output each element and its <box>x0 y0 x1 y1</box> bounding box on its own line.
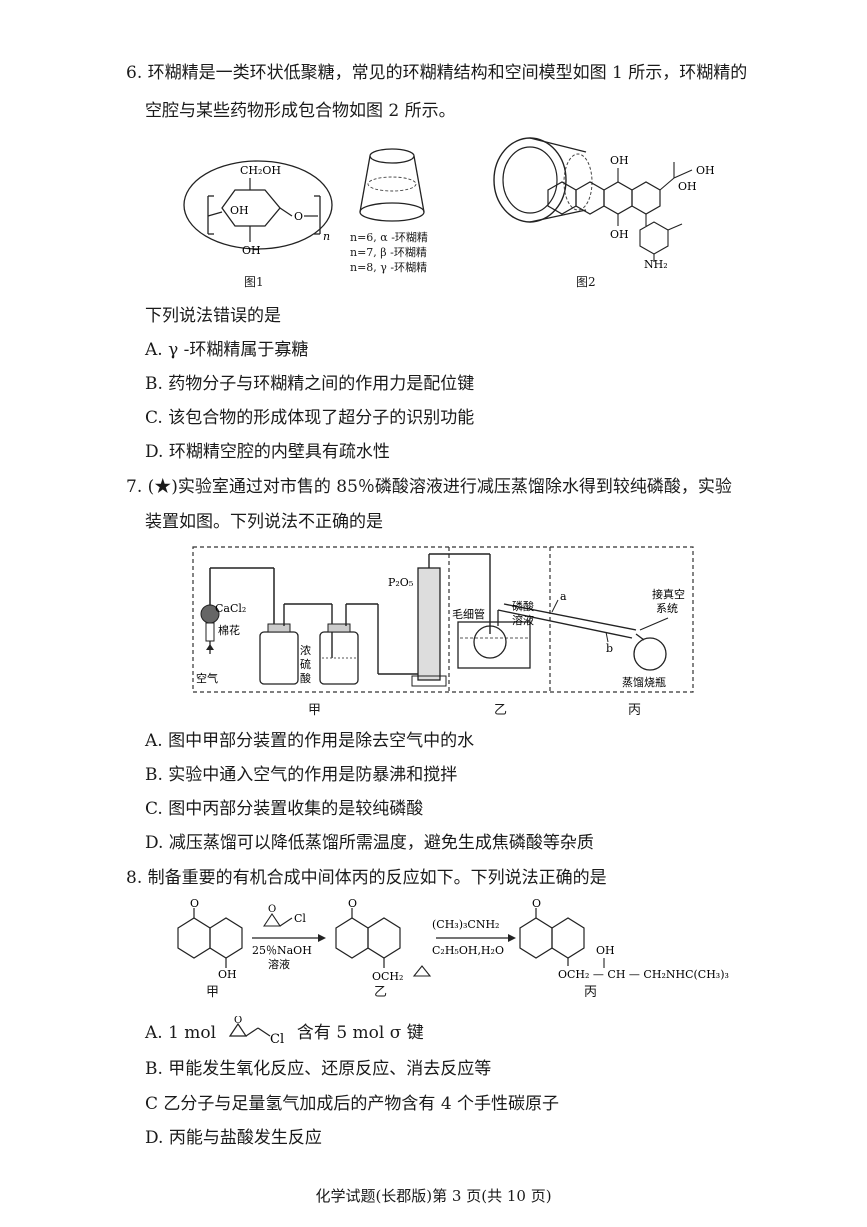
q8-option-d: D. 丙能与盐酸发生反应 <box>145 1128 322 1148</box>
fig2-oh-c: OH <box>678 180 697 193</box>
bing-carbonyl-o: O <box>532 898 541 910</box>
q6-question: 下列说法错误的是 <box>145 306 281 326</box>
q6-stem-line2: 空腔与某些药物形成包合物如图 2 所示。 <box>145 101 456 121</box>
q7-option-c: C. 图中丙部分装置收集的是较纯磷酸 <box>145 799 424 819</box>
label-phosphoric-2: 溶液 <box>512 613 534 627</box>
q6-option-d: D. 环糊精空腔的内壁具有疏水性 <box>145 442 390 462</box>
q6-option-a: A. γ -环糊精属于寡糖 <box>145 340 309 360</box>
label-b: b <box>606 642 613 655</box>
label-air: 空气 <box>196 671 218 685</box>
q8-name-bing: 丙 <box>584 985 598 1000</box>
label-conc-acid-3: 酸 <box>300 671 311 685</box>
fig1-oh2: OH <box>242 244 261 257</box>
reagent1-solution: 溶液 <box>268 957 290 971</box>
bing-oh: OH <box>596 944 615 957</box>
q8-option-c: C 乙分子与足量氢气加成后的产物含有 4 个手性碳原子 <box>145 1094 560 1114</box>
q7-section-yi: 乙 <box>494 703 508 718</box>
fig2-nh2: NH₂ <box>644 258 668 270</box>
label-vacuum-1: 接真空 <box>652 587 685 601</box>
fig1-ether-o: O <box>294 210 303 223</box>
label-conc-acid-1: 浓 <box>300 644 311 657</box>
label-capillary: 毛细管 <box>452 607 485 621</box>
epichlorohydrin-o: O <box>234 1016 242 1026</box>
reagent2-amine: (CH₃)₃CNH₂ <box>432 918 499 931</box>
q7-stem-line2: 装置如图。下列说法不正确的是 <box>145 512 383 532</box>
q6-figure2-complex: OH OH OH OH NH₂ <box>493 137 715 270</box>
q6-n-item-2: n=8, γ -环糊精 <box>350 261 428 274</box>
label-p2o5: P₂O₅ <box>388 576 413 589</box>
reagent1-naoh: 25％NaOH <box>252 944 312 957</box>
fig2-oh-d: OH <box>696 164 715 177</box>
q7-option-d: D. 减压蒸馏可以降低蒸馏所需温度，避免生成焦磷酸等杂质 <box>145 833 594 853</box>
q8-stem: 8. 制备重要的有机合成中间体丙的反应如下。下列说法正确的是 <box>126 868 607 888</box>
q7-section-jia: 甲 <box>308 703 322 718</box>
q8-name-jia: 甲 <box>206 985 220 1000</box>
label-a: a <box>560 590 567 603</box>
q8-name-yi: 乙 <box>374 985 388 1000</box>
q6-figure1-structure: CH₂OH OH OH O n <box>183 160 333 257</box>
jia-carbonyl-o: O <box>190 898 199 910</box>
label-vacuum-2: 系统 <box>656 602 678 615</box>
q7-apparatus-diagram: CaCl₂ 棉花 空气 P₂O₅ 浓 硫 酸 毛细管 磷酸 溶液 a b 接真空… <box>192 546 694 693</box>
q6-fig1-label: 图1 <box>244 275 264 289</box>
q7-stem-line1: 7. (★)实验室通过对市售的 85％磷酸溶液进行减压蒸馏除水得到较纯磷酸，实验 <box>126 477 732 497</box>
bing-chain: OCH₂ — CH — CH₂NHC(CH₃)₃ <box>558 968 729 981</box>
label-cacl2: CaCl₂ <box>215 602 246 615</box>
label-phosphoric-1: 磷酸 <box>512 599 534 613</box>
q6-stem-line1: 6. 环糊精是一类环状低聚糖，常见的环糊精结构和空间模型如图 1 所示，环糊精的 <box>126 63 748 83</box>
reagent2-solvent: C₂H₅OH,H₂O <box>432 944 504 957</box>
q6-option-c: C. 该包合物的形成体现了超分子的识别功能 <box>145 408 475 428</box>
epichlorohydrin-cl: Cl <box>270 1032 284 1044</box>
q6-option-b: B. 药物分子与环糊精之间的作用力是配位键 <box>145 374 475 394</box>
yi-carbonyl-o: O <box>348 898 357 910</box>
label-cotton: 棉花 <box>218 623 240 637</box>
q8-option-a-suffix: 含有 5 mol σ 键 <box>296 1023 424 1043</box>
epichlorohydrin-structure: O Cl <box>228 1015 284 1047</box>
fig2-oh-b: OH <box>610 228 629 241</box>
q6-cone-model <box>359 148 425 222</box>
fig1-n: n <box>323 230 330 243</box>
q7-option-a: A. 图中甲部分装置的作用是除去空气中的水 <box>145 731 475 751</box>
fig1-oh1: OH <box>230 204 249 217</box>
fig1-ch2oh: CH₂OH <box>240 164 281 177</box>
label-conc-acid-2: 硫 <box>300 657 311 671</box>
q7-section-bing: 丙 <box>628 703 642 718</box>
q8-option-b: B. 甲能发生氧化反应、还原反应、消去反应等 <box>145 1059 492 1079</box>
q6-n-item-0: n=6, α -环糊精 <box>350 231 428 244</box>
page-footer: 化学试题(长郡版)第 3 页(共 10 页) <box>315 1187 552 1205</box>
jia-oh: OH <box>218 968 237 981</box>
fig2-oh-a: OH <box>610 154 629 167</box>
reagent1-cl: Cl <box>294 912 306 925</box>
label-flask: 蒸馏烧瓶 <box>622 675 666 689</box>
q7-option-b: B. 实验中通入空气的作用是防暴沸和搅拌 <box>145 765 458 785</box>
q8-option-a-prefix: A. 1 mol <box>145 1023 217 1043</box>
q8-option-a: A. 1 mol O Cl 含有 5 mol σ 键 <box>145 1015 424 1047</box>
q6-fig2-label: 图2 <box>576 275 596 289</box>
q8-reaction-scheme: O OH O Cl 25％NaOH 溶液 O OCH₂ (CH₃)₃CNH₂ C… <box>177 898 729 983</box>
reagent1-epoxide-o: O <box>268 904 276 915</box>
q6-n-item-1: n=7, β -环糊精 <box>350 246 427 259</box>
yi-och2: OCH₂ <box>372 970 403 983</box>
